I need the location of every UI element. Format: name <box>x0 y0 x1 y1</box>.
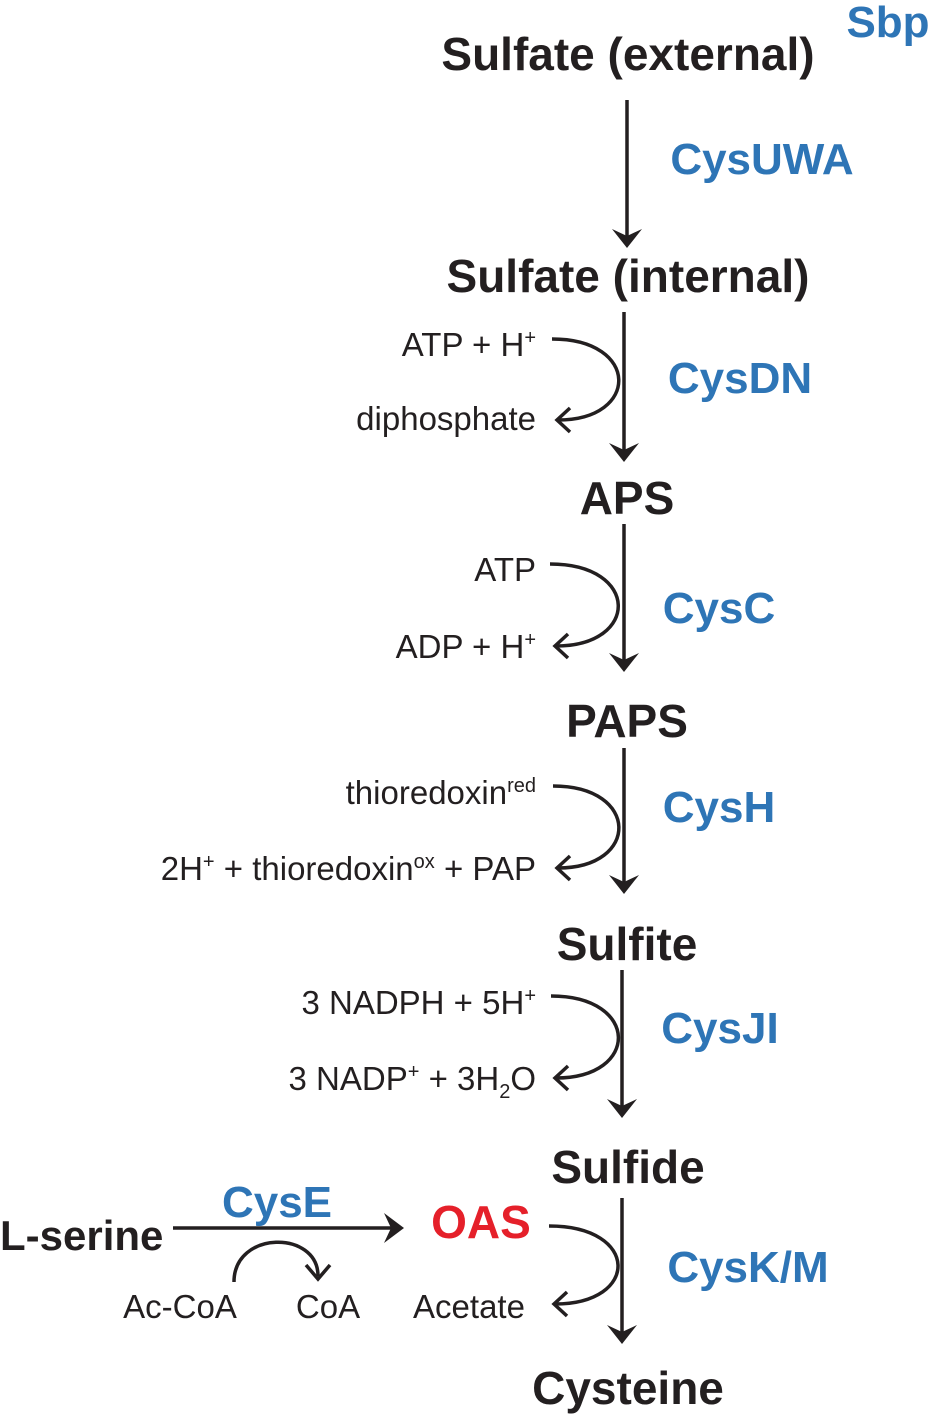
cofactor-cyse-in: Ac-CoA <box>123 1288 237 1325</box>
arrowhead-sulfide-to-cysteine <box>607 1325 637 1344</box>
side-reaction-arrows <box>548 337 621 1318</box>
cofactor-cysji-out: 3 NADP+ + 3H2O <box>289 1060 537 1103</box>
enzyme-cysc: CysC <box>663 584 776 633</box>
metabolite-aps: APS <box>580 472 675 524</box>
arrowhead-serine-to-oas <box>384 1213 404 1243</box>
arrowhead-sulfite-to-sulfide <box>607 1099 637 1118</box>
cofactor-cysdn-in: ATP + H+ <box>402 326 536 363</box>
curve-cysc-head <box>552 632 570 660</box>
metabolite-sulfide: Sulfide <box>551 1141 704 1193</box>
metabolite-sulfate-external: Sulfate (external) <box>441 28 814 80</box>
cofactor-cysh-in: thioredoxinred <box>346 774 536 811</box>
metabolite-sulfate-internal: Sulfate (internal) <box>447 250 810 302</box>
cofactor-cysc-in: ATP <box>474 551 536 588</box>
cofactor-cysji-in: 3 NADPH + 5H+ <box>301 984 536 1021</box>
arrowhead-paps-to-sulfite <box>609 875 639 894</box>
enzyme-sbp: Sbp <box>846 0 929 47</box>
arrowhead-sulfate-transport <box>612 229 642 248</box>
cofactor-cysc-out: ADP + H+ <box>396 628 536 665</box>
cofactor-cysdn-out: diphosphate <box>356 400 536 437</box>
curve-cyse-head <box>304 1263 332 1282</box>
enzyme-cyse: CysE <box>222 1178 332 1227</box>
curve-cysdn <box>551 337 621 422</box>
curve-cyskm-head <box>551 1290 569 1318</box>
arrowhead-aps-to-paps <box>609 653 639 672</box>
metabolite-sulfite: Sulfite <box>557 918 698 970</box>
curve-cyskm <box>548 1224 620 1306</box>
curve-cyse <box>232 1240 320 1283</box>
metabolite-cysteine: Cysteine <box>532 1362 724 1414</box>
curve-cysdn-head <box>554 406 572 434</box>
cofactor-cyse-out: CoA <box>296 1288 360 1325</box>
metabolite-oas: OAS <box>431 1196 531 1248</box>
cofactor-cysh-out: 2H+ + thioredoxinox + PAP <box>161 850 536 887</box>
cyse-branch <box>173 1213 404 1283</box>
enzyme-labels: Sbp CysUWA CysDN CysC CysH CysJI CysE Cy… <box>222 0 930 1292</box>
main-pathway-arrows <box>607 100 642 1344</box>
enzyme-cysuwa: CysUWA <box>670 135 853 184</box>
curve-cysh <box>552 784 621 870</box>
curve-cysc <box>549 562 620 648</box>
curve-cysji-head <box>552 1064 570 1092</box>
enzyme-cysh: CysH <box>663 783 776 832</box>
curve-cysh-head <box>554 854 572 882</box>
enzyme-cyskm: CysK/M <box>667 1243 828 1292</box>
curve-cysji <box>550 994 621 1080</box>
cofactor-labels: ATP + H+ diphosphate ATP ADP + H+ thiore… <box>123 326 536 1325</box>
cofactor-cyskm-out: Acetate <box>413 1288 525 1325</box>
metabolite-paps: PAPS <box>566 695 688 747</box>
enzyme-cysji: CysJI <box>661 1004 778 1053</box>
enzyme-cysdn: CysDN <box>668 354 812 403</box>
metabolite-labels: Sulfate (external) Sulfate (internal) AP… <box>0 28 815 1414</box>
arrowhead-sulfate-to-aps <box>609 443 639 462</box>
metabolite-l-serine: L-serine <box>0 1212 163 1259</box>
